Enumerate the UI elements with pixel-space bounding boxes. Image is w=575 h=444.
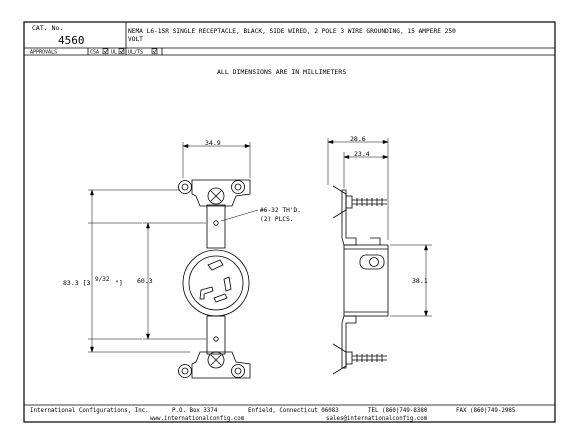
front-view	[178, 179, 251, 379]
ground-slot	[199, 286, 214, 300]
approval-csa: CSA	[90, 48, 109, 56]
footer-website: www.internationalconfig.com	[150, 416, 245, 422]
side-top-screw	[332, 185, 387, 219]
bottom-strap	[206, 315, 226, 355]
side-bottom-screw	[332, 343, 387, 375]
lower-tapped-hole	[213, 336, 219, 342]
dim-mount-spacing: 60.3	[137, 277, 153, 285]
description-line1: NEMA L6-15R SINGLE RECEPTACLE, BLACK, SI…	[128, 28, 456, 35]
checkmark-icon	[152, 48, 158, 54]
dim-overall-height-frac: 9/32	[95, 276, 110, 283]
side-bottom-strap	[341, 315, 357, 369]
bottom-mounting-ear	[191, 351, 251, 379]
receptacle-face-inner	[188, 255, 244, 311]
sheet-border	[23, 21, 556, 423]
footer-email: sales@internationalconfig.com	[326, 416, 428, 422]
side-terminal	[359, 254, 385, 270]
approvals-label: APPROVALS	[30, 50, 57, 56]
bottom-mounting-screw	[207, 351, 225, 369]
units-note: ALL DIMENSIONS ARE IN MILLIMETERS	[217, 68, 346, 76]
bottom-ear-hole-left	[178, 364, 192, 378]
side-terminal-screw	[369, 257, 379, 267]
side-top-strap	[341, 189, 357, 246]
top-strap	[206, 204, 226, 249]
approval-csa-checkbox	[102, 48, 109, 55]
front-dimensions	[88, 142, 259, 353]
approval-csa-label: CSA	[90, 50, 99, 56]
thread-callout-line2: (2) PLCS.	[260, 216, 294, 223]
dim-side-depth-outer: 28.6	[350, 135, 366, 143]
upper-tapped-hole	[213, 220, 219, 226]
description-line2: VOLT	[128, 36, 143, 43]
footer-company: International Configurations, Inc.	[30, 408, 149, 414]
slot-right	[223, 276, 232, 292]
cat-label: CAT. No.	[32, 24, 63, 32]
top-mounting-ear	[191, 179, 251, 207]
thread-callout-line1: #6-32 TH'D.	[260, 207, 301, 214]
footer-city: Enfield, Connecticut 06083	[248, 408, 339, 414]
dim-side-depth-inner: 23.4	[354, 150, 370, 158]
bottom-ear-hole-right	[231, 364, 245, 378]
approval-ults-checkbox	[151, 48, 158, 55]
approval-ults: UL/TS	[128, 48, 158, 56]
side-dimensions	[327, 138, 432, 317]
checkmark-icon	[103, 48, 109, 54]
footer-fax: FAX (860)749-2985	[456, 408, 516, 414]
receptacle-face	[182, 249, 250, 317]
dim-overall-height-close: "]	[115, 279, 123, 287]
slot-bottom	[213, 293, 228, 303]
title-block	[24, 22, 555, 56]
top-mounting-screw	[207, 187, 225, 205]
approval-ul: UL	[111, 48, 125, 56]
side-body	[343, 244, 389, 317]
checkmark-icon	[119, 48, 125, 54]
approval-ul-checkbox	[118, 48, 125, 55]
dim-front-width: 34.9	[205, 139, 221, 147]
dim-side-height: 38.1	[412, 277, 428, 285]
approval-ul-label: UL	[111, 50, 117, 56]
footer-tel: TEL (860)749-8380	[368, 408, 428, 414]
slot-top	[207, 259, 224, 271]
approval-ults-label: UL/TS	[128, 50, 143, 56]
cat-number: 4560	[58, 34, 85, 47]
dim-overall-height: 83.3 [3	[63, 279, 90, 287]
top-ear-hole-left	[178, 180, 192, 194]
top-ear-hole-right	[231, 180, 245, 194]
footer-po-box: P.O. Box 3374	[172, 408, 218, 414]
side-view	[332, 185, 389, 375]
